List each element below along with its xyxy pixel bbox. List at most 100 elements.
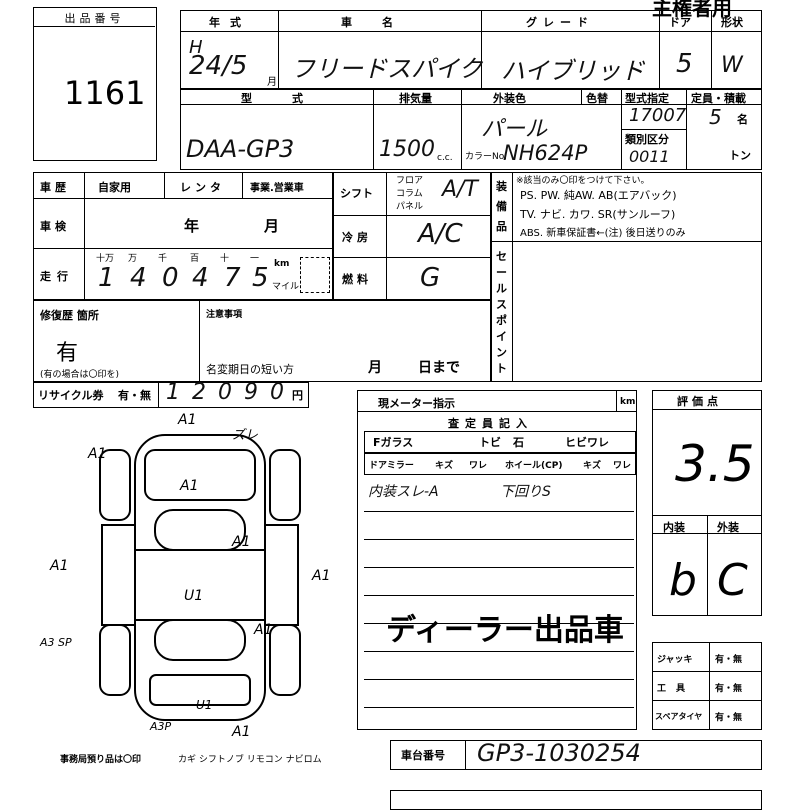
color-no-value: NH624P xyxy=(503,141,588,165)
load-unit: トン xyxy=(729,149,751,162)
year-era: H xyxy=(189,37,203,58)
exterior-value: C xyxy=(717,555,748,606)
repair-note: (有の場合は〇印を) xyxy=(40,370,120,380)
diagram-mark: A1 xyxy=(178,412,197,428)
short-month: 月 xyxy=(368,360,382,376)
make-label: 車名 xyxy=(341,16,423,29)
recycle-unit: 円 xyxy=(292,389,303,402)
category-label: 類別区分 xyxy=(625,133,669,146)
exterior-label: 外装 xyxy=(717,521,739,534)
lot-number-value: 1161 xyxy=(64,74,146,112)
km-unit: km xyxy=(274,259,290,269)
short-day: 日まで xyxy=(418,360,460,376)
fuel-value: G xyxy=(420,263,441,293)
interior-value: b xyxy=(669,555,697,606)
diagram-mark: A1 xyxy=(232,534,251,550)
equip-note: ※該当のみ〇印をつけて下さい。 xyxy=(516,176,650,186)
recycle-label: リサイクル券 xyxy=(38,389,104,402)
door-value: 5 xyxy=(676,49,693,79)
diagram-mark: A3P xyxy=(150,720,172,733)
diagram-mark: A1 xyxy=(232,724,251,740)
vehicle-row1: 年式 車名 グレード ドア 形状 H 24/5 月 フリードスパイク ハイブリッ… xyxy=(180,10,762,90)
lot-number-label: 出品番号 xyxy=(64,12,125,25)
make-value: フリードスパイク xyxy=(291,55,483,83)
history-label: 車歴 xyxy=(40,181,70,194)
shift-value: A/T xyxy=(442,177,478,202)
capacity-label: 定員・積載 xyxy=(691,92,746,105)
inspector-note2: 下回りS xyxy=(500,484,551,500)
repair-value: 有 xyxy=(56,341,79,366)
diagram-mark: A1 xyxy=(88,446,107,462)
history-rental: レンタ xyxy=(180,181,225,194)
type-designation-value: 17007 xyxy=(629,105,687,126)
model-label: 型式 xyxy=(241,92,343,105)
repair-block: 修復歴 箇所 有 (有の場合は〇印を) 注意事項 名変期日の短い方 月 日まで xyxy=(33,300,491,382)
accessories-block: ジャッキ 有・無 工具 有・無 スペアタイヤ 有・無 xyxy=(652,642,762,730)
chassis-value: GP3-1030254 xyxy=(477,739,641,767)
diagram-mark: A1 xyxy=(254,622,273,638)
diagram-mark: U1 xyxy=(184,588,204,604)
type-designation-label: 型式指定 xyxy=(625,92,669,105)
mileage-digits: 十万 万 千 百 十 一 1 4 0 4 7 5 xyxy=(96,254,269,293)
shape-label: 形状 xyxy=(721,16,743,29)
diagram-mark: A1 xyxy=(312,568,331,584)
year-label: 年式 xyxy=(209,16,251,29)
car-diagram xyxy=(99,434,301,721)
displacement-label: 排気量 xyxy=(399,92,432,105)
lot-number-box: 出品番号 1161 xyxy=(33,7,157,161)
diagram-mark: A3 SP xyxy=(40,636,72,649)
meter-label: 現メーター指示 xyxy=(378,397,455,410)
chassis-label: 車台番号 xyxy=(401,749,445,762)
grade-value: 3.5 xyxy=(675,435,755,493)
mile-unit: マイル xyxy=(272,282,300,292)
color-change-label: 色替 xyxy=(586,92,608,105)
equip-line3: ABS. 新車保証書←(注) 後日送りのみ xyxy=(520,228,686,239)
inspector-note1: 内装スレ-A xyxy=(368,484,439,500)
equip-label: 装備品 xyxy=(496,180,507,233)
year-value: 24/5 xyxy=(189,51,248,81)
notice-label: 注意事項 xyxy=(206,310,243,320)
model-value: DAA-GP3 xyxy=(186,135,295,163)
office-items: カギ シフトノブ リモコン ナビロム xyxy=(178,755,322,765)
meter-unit: km xyxy=(620,397,636,407)
repair-label: 修復歴 箇所 xyxy=(40,309,99,322)
ac-value: A/C xyxy=(418,219,463,249)
office-note: 事務局預り品は〇印 xyxy=(60,755,142,765)
history-block: 車歴 自家用 レンタ 事業.営業車 車検 年 月 走行 十万 万 千 百 十 一… xyxy=(33,172,333,300)
fuel-label: 燃料 xyxy=(342,273,372,286)
capacity-unit: 名 xyxy=(737,113,748,126)
inspection-month-unit: 月 xyxy=(264,217,280,235)
mileage-label: 走行 xyxy=(40,270,74,283)
diagram-mark: A1 xyxy=(180,478,199,494)
interior-label: 内装 xyxy=(663,521,685,534)
grade-block: 評価点 3.5 内装 外装 b C xyxy=(652,390,762,616)
chassis-block: 車台番号 GP3-1030254 xyxy=(390,739,762,770)
displacement-value: 1500 xyxy=(379,137,435,162)
grade-label: 評価点 xyxy=(677,395,722,408)
history-options: 自家用 xyxy=(98,181,131,194)
history-business: 事業.営業車 xyxy=(250,183,304,194)
category-value: 0011 xyxy=(629,147,670,166)
equip-line2: TV. ナビ. カワ. SR(サンルーフ) xyxy=(520,208,676,221)
diagram-mark: ズレ xyxy=(232,428,259,443)
equip-line1: PS. PW. 純AW. AB(エアバック) xyxy=(520,189,677,202)
inspection-year-unit: 年 xyxy=(184,217,200,235)
month-unit: 月 xyxy=(267,77,277,88)
dealer-stamp: ディーラー出品車 xyxy=(386,613,624,648)
door-label: ドア xyxy=(669,16,691,29)
diagram-mark: U1 xyxy=(196,698,213,712)
grade-label: グレード xyxy=(526,16,594,29)
shift-label: シフト xyxy=(340,187,373,200)
vehicle-row2: 型式 排気量 外装色 色替 型式指定 類別区分 定員・積載 DAA-GP3 15… xyxy=(180,88,762,170)
inspector-heading: 査定員記入 xyxy=(448,417,533,430)
ac-label: 冷房 xyxy=(342,231,372,244)
displacement-unit: c.c. xyxy=(437,153,453,163)
sales-point-label: セールスポイント xyxy=(496,250,507,375)
color-value: パール xyxy=(481,117,548,142)
inspector-block: 現メーター指示 km 査定員記入 Fガラス トビ 石 ヒビワレ ドアミラー キズ… xyxy=(357,390,637,730)
recycle-block: リサイクル券 有・無 1 2 0 9 0 円 xyxy=(33,380,309,408)
exterior-color-label: 外装色 xyxy=(493,92,526,105)
diagram-mark: A1 xyxy=(50,558,69,574)
shape-value: W xyxy=(721,53,743,78)
color-no-label: カラーNo. xyxy=(465,152,507,162)
